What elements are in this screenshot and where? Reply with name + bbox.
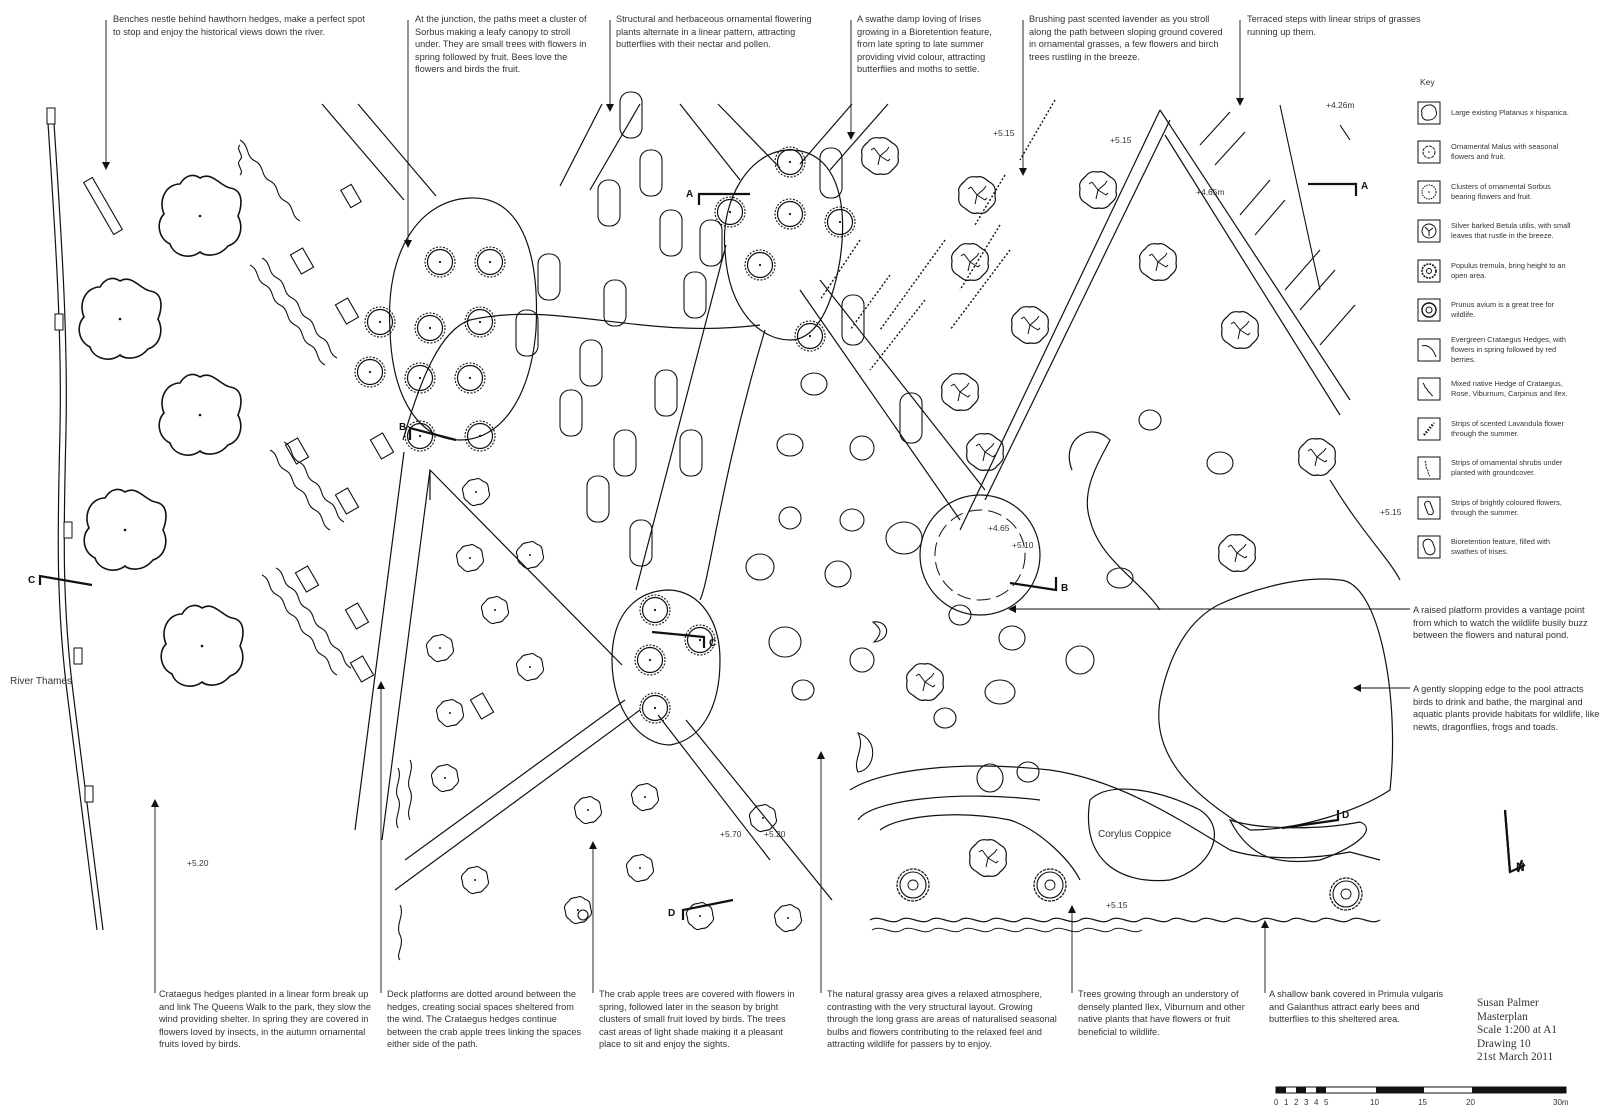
key-item-text: Strips of scented Lavandula flower throu… — [1451, 418, 1564, 438]
key-title: Key — [1420, 77, 1435, 87]
key-item-text: Strips of brightly coloured flowers, thr… — [1451, 497, 1562, 517]
annotation-terraced: Terraced steps with linear strips of gra… — [1247, 14, 1421, 37]
key-item: Silver barked Betula utilis, with small … — [1417, 212, 1592, 252]
key-item-text: Evergreen Crataegus Hedges, with flowers… — [1451, 334, 1567, 364]
drawing-type: Masterplan — [1477, 1010, 1528, 1023]
scale-tick-label: 4 — [1314, 1098, 1319, 1107]
key-item: Clusters of ornamental Sorbus bearing fl… — [1417, 172, 1592, 212]
key-item-text: Bioretention feature, filled with swathe… — [1451, 537, 1551, 557]
section-letter: D — [668, 908, 676, 919]
annotation-crab: The crab apple trees are covered with fl… — [599, 989, 795, 1050]
annotation-benches: Benches nestle behind hawthorn hedges, m… — [113, 14, 365, 37]
scale-tick-label: 20 — [1466, 1098, 1475, 1107]
section-letter: A — [1361, 181, 1369, 192]
level-label: +4.26m — [1326, 100, 1355, 110]
key-item: Evergreen Crataegus Hedges, with flowers… — [1417, 330, 1592, 370]
shrubs-symbol-icon — [1417, 456, 1441, 480]
annotation-junction: At the junction, the paths meet a cluste… — [415, 14, 587, 75]
key-item-text: Silver barked Betula utilis, with small … — [1451, 221, 1571, 241]
key-item: Bioretention feature, filled with swathe… — [1417, 528, 1592, 568]
section-letter: B — [399, 422, 407, 433]
malus-symbol-icon — [1417, 140, 1441, 164]
section-letter: A — [686, 189, 694, 200]
populus-symbol-icon — [1417, 259, 1441, 283]
scale-tick-label: 0 — [1274, 1098, 1279, 1107]
flowers-strip-symbol-icon — [1417, 496, 1441, 520]
key-item: Prunus avium is a great tree for wildlif… — [1417, 291, 1592, 331]
level-label: +5.15 — [993, 128, 1015, 138]
level-label: +5.15 — [1110, 135, 1132, 145]
section-letter: C — [28, 575, 36, 586]
section-letter: D — [1342, 810, 1350, 821]
key-item: Strips of scented Lavandula flower throu… — [1417, 409, 1592, 449]
platanus-symbol-icon — [1417, 101, 1441, 125]
annotation-irises: A swathe damp loving of Irises growing i… — [857, 14, 992, 75]
level-label: +5.20 — [764, 829, 786, 839]
level-label: +5.10 — [1012, 540, 1034, 550]
level-label: +5.15 — [1106, 900, 1128, 910]
scale-tick-label: 10 — [1370, 1098, 1379, 1107]
crataegus-hedge-symbol-icon — [1417, 338, 1441, 362]
drawing-number: Drawing 10 — [1477, 1037, 1531, 1050]
annotation-deck: Deck platforms are dotted around between… — [387, 989, 582, 1050]
key-item-text: Mixed native Hedge of Crataegus, Rose, V… — [1451, 379, 1568, 399]
annotation-platform: A raised platform provides a vantage poi… — [1413, 605, 1588, 641]
annotation-bank: A shallow bank covered in Primula vulgar… — [1269, 989, 1444, 1025]
corylus-coppice-label: Corylus Coppice — [1098, 829, 1172, 840]
key-item-text: Large existing Platanus x hispanica. — [1451, 107, 1569, 117]
scale-tick-label: 1 — [1284, 1098, 1289, 1107]
author-name: Susan Palmer — [1477, 997, 1539, 1009]
key-item: Populus tremula, bring height to an open… — [1417, 251, 1592, 291]
section-letter: C — [709, 638, 717, 649]
level-label: +5.15 — [1380, 507, 1402, 517]
key-item: Strips of brightly coloured flowers, thr… — [1417, 488, 1592, 528]
key-item: Large existing Platanus x hispanica. — [1417, 93, 1592, 133]
key-item: Mixed native Hedge of Crataegus, Rose, V… — [1417, 370, 1592, 410]
key-item-text: Populus tremula, bring height to an open… — [1451, 260, 1566, 280]
key-item-text: Strips of ornamental shrubs under plante… — [1451, 458, 1563, 478]
level-label: +4.65 — [988, 523, 1010, 533]
key-item: Ornamental Malus with seasonal flowers a… — [1417, 133, 1592, 173]
level-label: +4.65m — [1196, 187, 1225, 197]
sorbus-symbol-icon — [1417, 180, 1441, 204]
annotation-grassy: The natural grassy area gives a relaxed … — [827, 989, 1057, 1050]
prunus-symbol-icon — [1417, 298, 1441, 322]
plant-key: Key Large existing Platanus x hispanica.… — [1417, 77, 1592, 567]
scale-tick-label: 5 — [1324, 1098, 1329, 1107]
key-item: Strips of ornamental shrubs under plante… — [1417, 449, 1592, 489]
level-label: +5.70 — [720, 829, 742, 839]
annotation-understory: Trees growing through an understory of d… — [1078, 989, 1245, 1037]
scale-tick-label: 3 — [1304, 1098, 1309, 1107]
section-letter: B — [1061, 583, 1069, 594]
annotation-structural: Structural and herbaceous ornamental flo… — [616, 14, 812, 50]
lavandula-symbol-icon — [1417, 417, 1441, 441]
north-arrow-letter: N — [1516, 860, 1525, 874]
bioretention-symbol-icon — [1417, 535, 1441, 559]
native-hedge-symbol-icon — [1417, 377, 1441, 401]
title-block: Susan Palmer Masterplan Scale 1:200 at A… — [1477, 997, 1557, 1065]
level-label: +5.20 — [187, 858, 209, 868]
scale-tick-label: 30m — [1553, 1098, 1569, 1107]
annotation-pool: A gently slopping edge to the pool attra… — [1413, 684, 1600, 732]
drawing-date: 21st March 2011 — [1477, 1051, 1554, 1064]
drawing-scale: Scale 1:200 at A1 — [1477, 1024, 1558, 1037]
key-item-text: Clusters of ornamental Sorbus bearing fl… — [1451, 181, 1551, 201]
key-item-text: Prunus avium is a great tree for wildlif… — [1451, 300, 1555, 320]
river-thames-label: River Thames — [10, 676, 73, 687]
scale-tick-label: 15 — [1418, 1098, 1427, 1107]
scale-tick-label: 2 — [1294, 1098, 1299, 1107]
annotation-lavender: Brushing past scented lavender as you st… — [1029, 14, 1223, 62]
key-item-text: Ornamental Malus with seasonal flowers a… — [1451, 142, 1559, 162]
betula-symbol-icon — [1417, 219, 1441, 243]
annotation-crataegus: Crataegus hedges planted in a linear for… — [159, 989, 371, 1050]
